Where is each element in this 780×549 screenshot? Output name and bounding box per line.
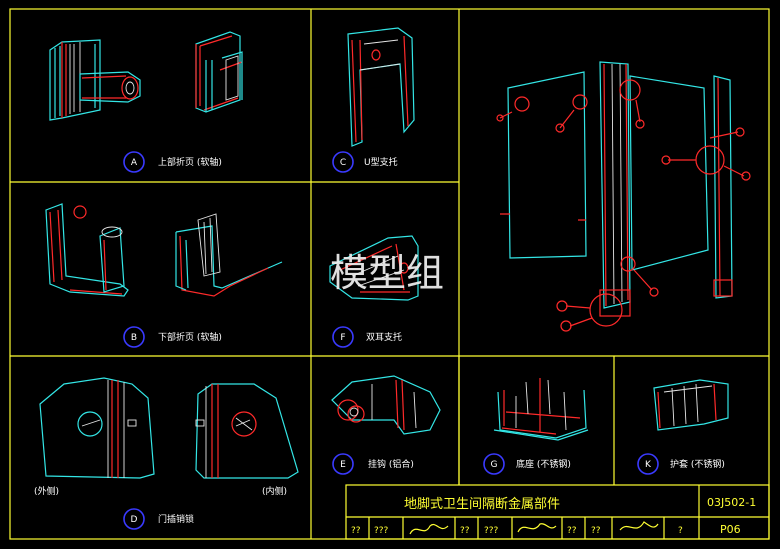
caption-e: 挂钩 (铝合): [368, 458, 414, 470]
callout-letter-f: F: [340, 333, 345, 343]
callout-letter-e: E: [340, 460, 346, 470]
caption-k: 护套 (不锈钢): [670, 458, 725, 470]
partition-assembly-view: [496, 61, 751, 332]
latch-inner-side-drawing: (内侧): [195, 383, 299, 497]
callout-circle-a: [123, 151, 145, 173]
caption-a: 上部折页 (软轴): [158, 156, 222, 168]
assembly-detail-callouts: [496, 79, 751, 332]
panel-k-sleeve: K 护套 (不锈钢): [637, 379, 729, 475]
hinge-b-right-drawing: [175, 213, 283, 297]
panel-d-door-latch: (外侧) (内侧) D 门插销锁: [34, 377, 299, 530]
panel-b-lower-hinge: B 下部折页 (软轴): [45, 203, 283, 348]
signature-mark: [619, 521, 659, 531]
caption-f: 双耳支托: [366, 331, 402, 343]
callout-letter-a: A: [131, 158, 138, 168]
title-row-cell: ???: [484, 526, 499, 536]
callout-letter-g: G: [491, 460, 498, 470]
callout-letter-c: C: [340, 158, 346, 168]
callout-letter-b: B: [131, 333, 137, 343]
title-block: 地脚式卫生间隔断金属部件 03J502-1 P06 ?? ??? ?? ??? …: [345, 484, 770, 540]
watermark-text: 模型组: [330, 251, 444, 295]
callout-circle-c: [332, 151, 354, 173]
panel-c-u-bracket: C U型支托: [332, 27, 415, 173]
callout-circle-b: [123, 326, 145, 348]
title-row-cell: ??: [591, 526, 601, 536]
latch-inner-note: (内侧): [262, 485, 287, 497]
hinge-b-left-drawing: [45, 203, 129, 297]
latch-outer-note: (外侧): [34, 485, 59, 497]
title-row-cell: ???: [374, 526, 389, 536]
title-row-cell: ??: [460, 526, 470, 536]
caption-g: 底座 (不锈钢): [516, 458, 571, 470]
caption-c: U型支托: [364, 156, 398, 168]
panel-g-base: G 底座 (不锈钢): [483, 378, 589, 475]
drawing-title: 地脚式卫生间隔断金属部件: [404, 496, 560, 512]
panel-e-hook: E 挂钩 (铝合): [331, 375, 441, 475]
caption-b: 下部折页 (软轴): [158, 331, 222, 343]
hinge-a-right-drawing: [195, 31, 243, 113]
latch-outer-side-drawing: (外侧): [34, 377, 155, 497]
callout-circle-g: [483, 453, 505, 475]
callout-circle-d: [123, 508, 145, 530]
page-number: P06: [720, 523, 741, 536]
callout-circle-k: [637, 453, 659, 475]
title-row-cell: ??: [351, 526, 361, 536]
signature-mark: [409, 523, 449, 535]
callout-letter-d: D: [131, 515, 138, 525]
panel-f-double-ear-bracket: F 双耳支托: [329, 235, 419, 348]
drawing-number: 03J502-1: [707, 496, 756, 509]
caption-d: 门插销锁: [158, 513, 194, 525]
signature-mark: [517, 523, 557, 533]
title-row-cell: ??: [567, 526, 577, 536]
panel-a-upper-hinge: A 上部折页 (软轴): [49, 31, 243, 173]
callout-letter-k: K: [645, 460, 652, 470]
title-row-cell: ?: [678, 526, 683, 536]
callout-circle-f: [332, 326, 354, 348]
hinge-a-left-drawing: [49, 39, 141, 121]
callout-circle-e: [332, 453, 354, 475]
